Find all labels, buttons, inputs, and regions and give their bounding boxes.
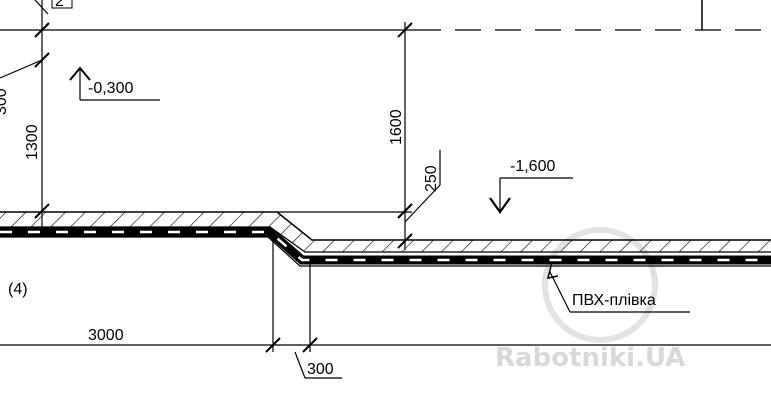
layer-marker-text: (4) [8, 281, 28, 298]
dimension-1600: 1600 [388, 22, 413, 250]
membrane-callout: ПВХ-плівка [546, 261, 690, 313]
membrane-layer [0, 226, 771, 267]
elevation-upper-text: -0,300 [88, 80, 133, 97]
top-partial-dimension: 2 [34, 0, 73, 15]
elevation-mark-upper: -0,300 [69, 66, 160, 101]
dim-1300-text: 1300 [24, 124, 41, 160]
top-partial-text: 2 [55, 0, 64, 10]
dimension-250: 250 [404, 150, 441, 223]
dim-1600-text: 1600 [388, 109, 405, 145]
membrane-label: ПВХ-плівка [572, 292, 656, 309]
dim-250-text: 250 [423, 165, 440, 192]
dimension-300: 300 [294, 351, 342, 379]
watermark-text: Rabotniki.UA [495, 343, 685, 373]
concrete-slab [0, 211, 771, 252]
dimension-1300: 1300 [0, 0, 50, 230]
dim-300-text: 300 [307, 361, 334, 378]
dim-3000-text: 3000 [88, 327, 124, 344]
left-edge-partial-text: 300 [0, 88, 10, 115]
elevation-mark-lower: -1,600 [489, 158, 573, 214]
elevation-lower-text: -1,600 [510, 158, 555, 175]
watermark-logo: Rabotniki.UA [495, 227, 685, 373]
dimension-3000: 3000 [0, 327, 771, 353]
